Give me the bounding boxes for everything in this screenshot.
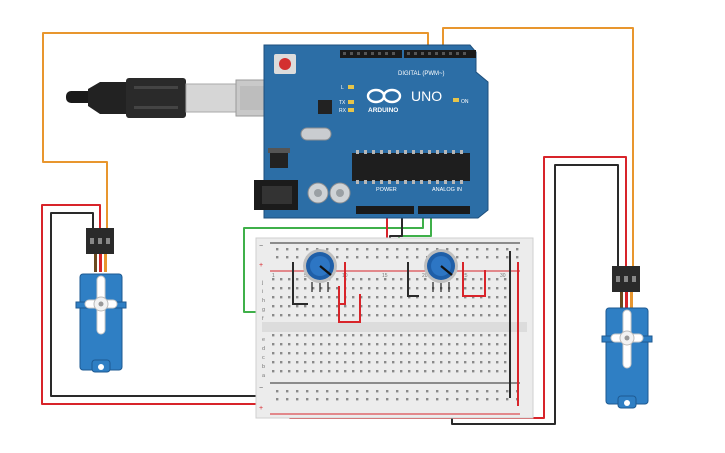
wire-black-right-servo-ground[interactable] [451,164,619,425]
led-l-label: L [341,85,344,91]
breadboard[interactable]: − + − + j i h g f e d c b a 1 5 10 15 20… [255,237,534,419]
jumper-red-pot1[interactable] [338,262,346,305]
analog-label: ANALOG IN [432,187,462,193]
rail-minus-top: − [259,243,263,250]
row-letter: d [262,346,265,352]
column-number: 5 [304,273,307,279]
column-number: 1 [272,273,275,279]
column-number: 15 [382,273,388,279]
row-letter: b [262,364,265,370]
row-letter: a [262,373,266,379]
servo-motor-icon[interactable] [601,266,653,409]
infinity-logo-icon [366,88,402,104]
wire-red-left-servo-power[interactable] [41,204,268,405]
reset-button-icon[interactable] [274,54,296,74]
brand-label: ARDUINO [368,107,398,114]
breadboard-jumpers [292,251,519,406]
wire-black-left-servo-ground[interactable] [50,212,268,397]
row-letter: j [261,280,263,286]
column-number: 20 [422,273,428,279]
row-letter: g [262,307,265,313]
power-header [356,206,470,214]
row-letter: f [262,316,264,322]
row-letter: i [262,289,263,295]
jumper-red-pot2[interactable] [462,262,486,297]
wire-orange-right-servo-signal[interactable] [442,27,634,266]
column-number: 30 [500,273,506,279]
row-letter: e [262,337,265,343]
potentiometer-icon[interactable] [303,249,337,292]
rail-plus-bottom: + [259,405,263,412]
led-on-label: ON [461,99,469,105]
led-rx-label: RX [339,108,347,114]
row-letter: h [262,298,265,304]
row-letter: c [262,355,265,361]
rail-minus-bottom: − [259,385,263,392]
wires [41,27,634,425]
led-tx-label: TX [339,100,346,106]
jumper-red-pot1-b[interactable] [338,286,361,323]
arduino-board[interactable]: DIGITAL (PWM~) L TX RX ON ARDUINO UNO [254,44,489,219]
servo-motor-icon[interactable] [75,228,127,373]
digital-header [340,50,476,58]
jumper-black-pot1[interactable] [292,262,308,305]
digital-label: DIGITAL (PWM~) [398,71,445,77]
power-label: POWER [376,187,397,193]
potentiometer-icon[interactable] [424,249,458,292]
wire-orange-left-servo-signal[interactable] [42,32,429,228]
rail-plus-top: + [259,262,263,269]
capacitors [307,182,351,204]
column-number: 25 [462,273,468,279]
model-label: UNO [411,88,442,104]
jumper-black-pot2[interactable] [407,262,419,297]
